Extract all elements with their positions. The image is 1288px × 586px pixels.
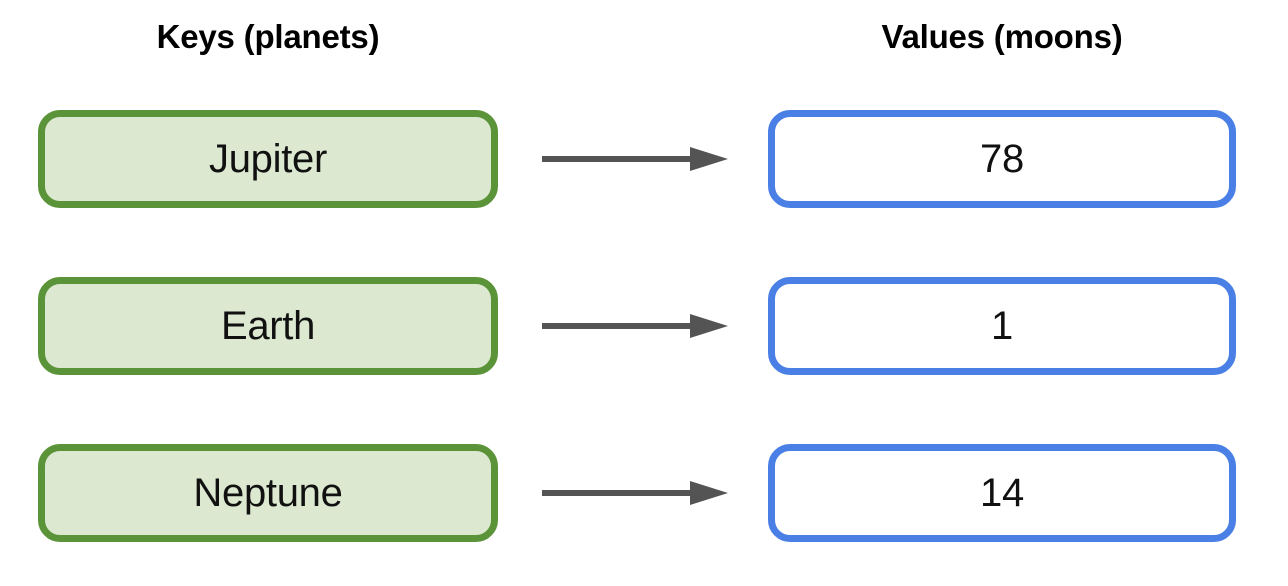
arrow-right-icon bbox=[538, 143, 734, 175]
values-column-header: Values (moons) bbox=[881, 18, 1123, 55]
value-label: 14 bbox=[980, 471, 1024, 515]
arrow-right-icon bbox=[538, 310, 734, 342]
mapping-row: Neptune 14 bbox=[0, 444, 1288, 542]
mapping-row: Earth 1 bbox=[0, 277, 1288, 375]
value-box-earth[interactable]: 1 bbox=[768, 277, 1236, 375]
keys-column-header: Keys (planets) bbox=[156, 18, 380, 55]
key-box-earth[interactable]: Earth bbox=[38, 277, 498, 375]
mapping-row: Jupiter 78 bbox=[0, 110, 1288, 208]
key-label: Jupiter bbox=[209, 137, 327, 181]
key-box-neptune[interactable]: Neptune bbox=[38, 444, 498, 542]
key-box-jupiter[interactable]: Jupiter bbox=[38, 110, 498, 208]
arrow-right-icon bbox=[538, 477, 734, 509]
value-box-neptune[interactable]: 14 bbox=[768, 444, 1236, 542]
value-label: 1 bbox=[991, 304, 1013, 348]
value-label: 78 bbox=[980, 137, 1024, 181]
key-label: Neptune bbox=[193, 471, 343, 515]
key-label: Earth bbox=[220, 304, 316, 348]
value-box-jupiter[interactable]: 78 bbox=[768, 110, 1236, 208]
